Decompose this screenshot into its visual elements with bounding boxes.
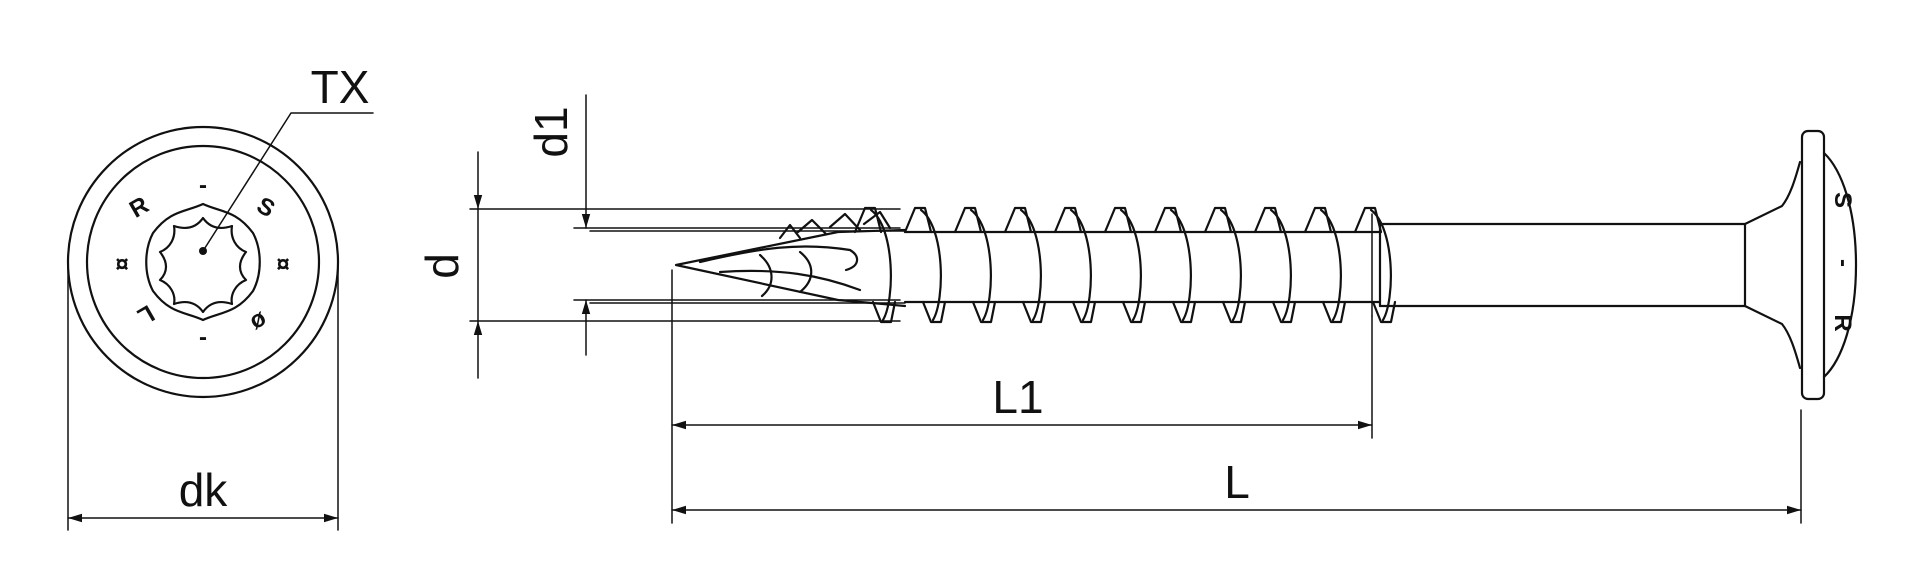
head-mark-phi: ø xyxy=(245,304,271,335)
l-dimension: L xyxy=(671,409,1802,524)
thread-crest xyxy=(1303,206,1347,324)
thread-crest xyxy=(1153,206,1197,324)
head-washer xyxy=(1800,129,1826,401)
head-mark-left-square: ¤ xyxy=(115,251,128,278)
d1-label: d1 xyxy=(525,106,577,157)
l1-label: L1 xyxy=(992,371,1043,423)
head-mark-s: S xyxy=(252,192,279,223)
screw-head-top-view: - R S ¤ ¤ L - ø xyxy=(66,125,340,399)
tx-label: TX xyxy=(311,61,370,113)
torx-recess-outer xyxy=(145,202,261,322)
thread-crest xyxy=(1353,206,1397,324)
thread-crest xyxy=(903,206,947,324)
screw-tip xyxy=(674,228,907,308)
screw-side-view: S - R xyxy=(589,129,1858,401)
d1-dimension: d1 xyxy=(525,94,901,356)
thread-crest xyxy=(1203,206,1247,324)
head-outer-circle xyxy=(66,125,340,399)
dk-dimension: dk xyxy=(67,267,339,531)
dk-label: dk xyxy=(179,464,229,516)
head-underside xyxy=(1743,160,1802,370)
d-dimension: d xyxy=(416,151,901,379)
head-mark-l: L xyxy=(133,299,159,330)
l1-dimension: L1 xyxy=(671,269,1373,524)
thread-crest xyxy=(1103,206,1147,324)
tx-leader-line xyxy=(202,112,374,252)
head-mark-top-dash: - xyxy=(199,172,207,199)
thread-crest xyxy=(1053,206,1097,324)
d-label: d xyxy=(416,253,468,279)
head-mark-r: R xyxy=(125,191,154,223)
head-mark-bottom-dash: - xyxy=(199,324,207,351)
head-mark-right-square: ¤ xyxy=(276,251,289,278)
thread-crest xyxy=(953,206,997,324)
thread-crest xyxy=(1253,206,1297,324)
tx-callout: TX xyxy=(202,61,374,252)
l-label: L xyxy=(1224,456,1250,508)
head-inner-circle xyxy=(85,144,321,380)
thread-crests xyxy=(853,206,1397,324)
svg-text:S: S xyxy=(1829,192,1856,208)
torx-recess-star xyxy=(158,216,248,314)
svg-text:-: - xyxy=(1830,259,1857,267)
thread-crest xyxy=(853,206,897,324)
thread-crest xyxy=(1003,206,1047,324)
svg-text:R: R xyxy=(1829,314,1856,331)
